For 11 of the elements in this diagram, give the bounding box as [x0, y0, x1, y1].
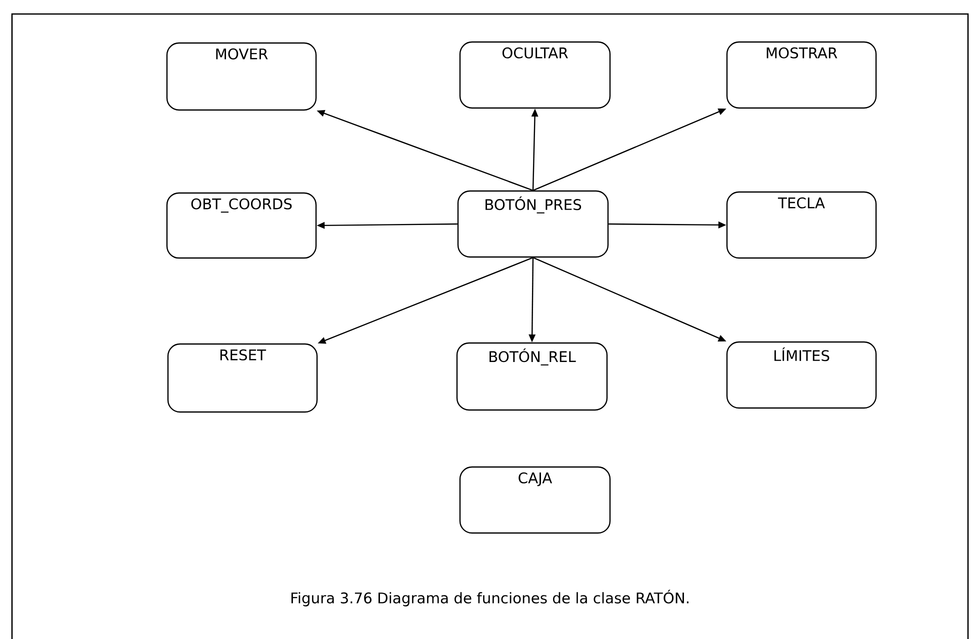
function-box: RESET: [167, 343, 318, 413]
function-box: BOTÓN_PRES: [457, 190, 609, 258]
function-box: LÍMITES: [726, 341, 877, 409]
function-box: MOSTRAR: [726, 41, 877, 109]
function-box: MOVER: [166, 42, 317, 111]
function-box: BOTÓN_REL: [456, 342, 608, 411]
function-box: OBT_COORDS: [166, 192, 317, 259]
function-box: CAJA: [459, 466, 611, 534]
function-box: OCULTAR: [459, 41, 611, 109]
figure-caption: Figura 3.76 Diagrama de funciones de la clase RATÓN.: [291, 590, 688, 606]
function-box: TECLA: [726, 191, 877, 259]
